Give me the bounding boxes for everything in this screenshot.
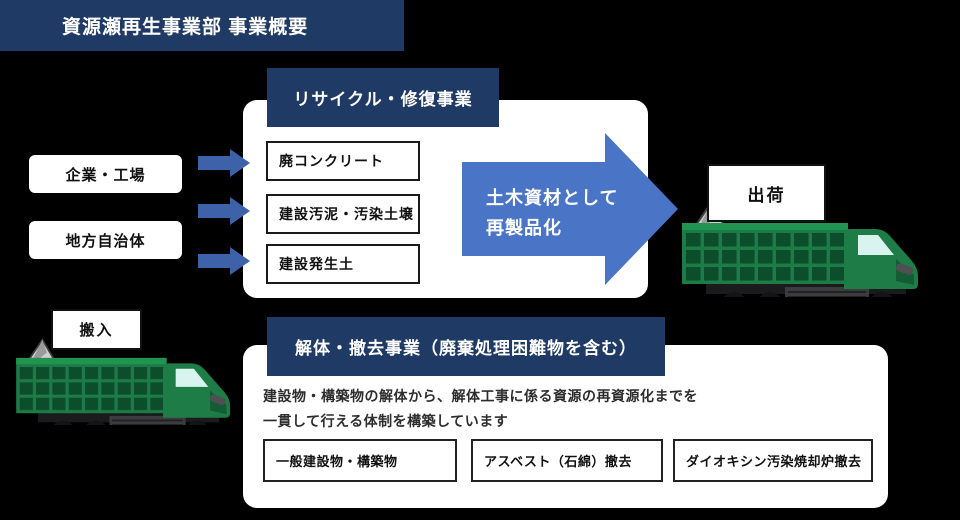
item-label: アスベスト（石綿）撤去 — [484, 454, 632, 469]
flow-arrow-icon — [198, 197, 250, 225]
description-line1: 建設物・構築物の解体から、解体工事に係る資源の再資源化までを — [263, 388, 698, 404]
page-title-bar: 資源瀬再生事業部 事業概要 — [0, 0, 404, 51]
source-box-companies: 企業・工場 — [29, 155, 182, 193]
flow-arrow-icon — [198, 149, 250, 177]
description-line2: 一貫して行える体制を構築しています — [263, 413, 509, 429]
material-label: 廃コンクリート — [279, 153, 384, 169]
source-box-municipalities: 地方自治体 — [29, 221, 182, 259]
material-label: 建設発生土 — [279, 256, 354, 272]
ship-label-box: 出荷 — [707, 164, 826, 222]
demolition-description: 建設物・構築物の解体から、解体工事に係る資源の再資源化までを 一貫して行える体制… — [263, 384, 853, 434]
demolition-item-asbestos-removal: アスベスト（石綿）撤去 — [471, 439, 663, 482]
arrow-text-line2: 再製品化 — [486, 218, 562, 238]
material-box-sludge-soil: 建設汚泥・汚染土壌 — [266, 194, 420, 234]
demolition-header-label: 解体・撤去事業（廃棄処理困難物を含む） — [295, 339, 637, 358]
carry-in-label-box: 搬入 — [51, 309, 142, 350]
source-label: 企業・工場 — [65, 166, 146, 184]
remanufacture-arrow-icon — [462, 133, 678, 285]
demolition-section-header: 解体・撤去事業（廃棄処理困難物を含む） — [267, 317, 665, 376]
arrow-text-line1: 土木資材として — [486, 188, 619, 208]
flow-arrow-icon — [198, 247, 250, 275]
recycle-section-header: リサイクル・修復事業 — [267, 68, 499, 127]
demolition-item-dioxin-incinerator-removal: ダイオキシン汚染焼却炉撤去 — [673, 439, 873, 482]
source-label: 地方自治体 — [65, 232, 146, 250]
item-label: ダイオキシン汚染焼却炉撤去 — [686, 454, 862, 469]
remanufacture-arrow-text: 土木資材として 再製品化 — [486, 183, 646, 243]
material-box-surplus-soil: 建設発生土 — [266, 244, 420, 284]
recycle-header-label: リサイクル・修復事業 — [293, 90, 473, 109]
material-label: 建設汚泥・汚染土壌 — [279, 206, 414, 222]
carry-in-label: 搬入 — [79, 322, 114, 339]
item-label: 一般建設物・構築物 — [276, 454, 398, 469]
demolition-item-general-buildings: 一般建設物・構築物 — [263, 439, 457, 482]
material-box-waste-concrete: 廃コンクリート — [266, 141, 420, 181]
page-title: 資源瀬再生事業部 事業概要 — [62, 17, 309, 38]
ship-label: 出荷 — [747, 185, 786, 205]
